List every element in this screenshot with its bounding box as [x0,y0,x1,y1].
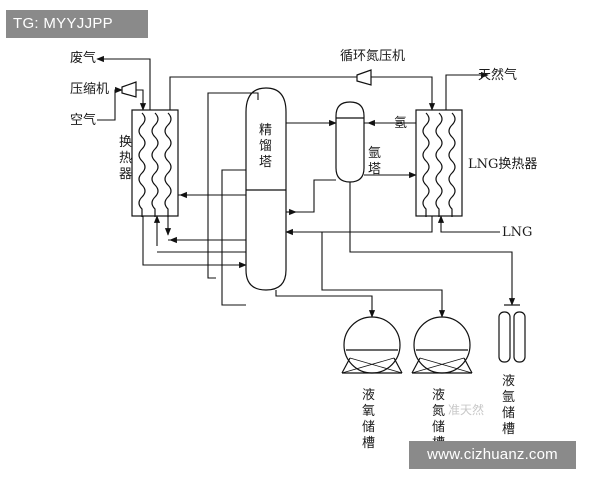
hydrogen-label: 氢 [394,116,407,131]
air-compressor [121,81,137,98]
lng-label: LNG [502,225,532,240]
lng-exchanger-coils [422,112,456,217]
argon-tower [335,101,365,183]
compressor-label: 压缩机 [70,81,109,97]
liquid-oxygen-tank-label: 液氧储槽 [362,388,375,451]
main-heat-exchanger [131,109,179,217]
top-left-watermark: TG: MYYJJPP [6,10,148,38]
heat-exchanger-label: 换热器 [119,135,132,182]
air-label: 空气 [70,112,96,128]
rectifying-tower-label: 精馏塔 [259,123,272,170]
liquid-argon-tank-label: 液氩储槽 [502,374,515,437]
site-watermark: www.cizhuanz.com [409,441,576,469]
natural-gas-label: 天然气 [478,67,517,83]
lng-heat-exchanger [415,109,463,217]
lng-exchanger-label: LNG换热器 [468,157,537,172]
liquid-oxygen-tank [341,316,403,374]
liquid-nitrogen-tank [411,316,473,374]
main-exchanger-coils [138,112,172,217]
waste-gas-label: 废气 [70,50,96,66]
argon-tower-label: 氩塔 [368,146,381,177]
piping [96,55,516,318]
circulating-compressor-label: 循环氮压机 [340,49,405,64]
liquid-argon-tank [498,304,526,363]
circulating-compressor [356,69,372,86]
rectifying-tower [245,87,287,291]
faint-watermark: 准天然 [448,402,484,417]
